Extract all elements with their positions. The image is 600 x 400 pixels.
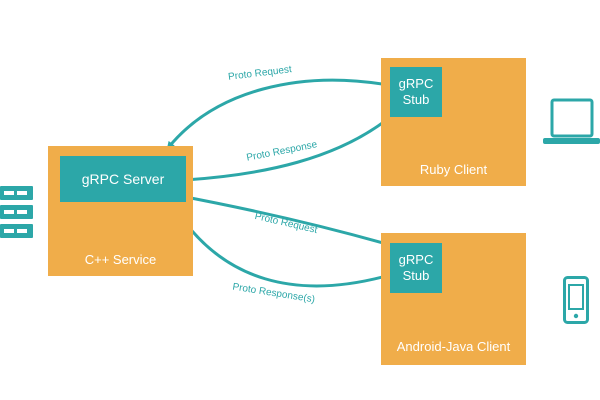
server-rack-icon xyxy=(0,186,34,238)
android-java-client-label: Android-Java Client xyxy=(396,339,511,354)
laptop-icon xyxy=(543,98,600,146)
ruby-client-label: Ruby Client xyxy=(419,162,488,177)
ruby-stub-line1: gRPC xyxy=(398,76,434,91)
android-stub-line2: Stub xyxy=(402,268,430,283)
grpc-server-box: gRPC Server xyxy=(60,156,186,202)
mobile-phone-icon xyxy=(563,276,589,324)
cpp-service-box: gRPC Server C++ Service xyxy=(48,146,193,276)
arrow-ruby-request xyxy=(166,78,389,150)
cpp-service-label: C++ Service xyxy=(84,252,157,267)
android-java-client-box: gRPC Stub Android-Java Client xyxy=(381,233,526,365)
ruby-grpc-stub-box: gRPC Stub xyxy=(390,67,442,117)
arrow-android-response xyxy=(168,199,392,288)
arrow-android-request xyxy=(173,192,391,247)
android-grpc-stub-box: gRPC Stub xyxy=(390,243,442,293)
android-stub-line1: gRPC xyxy=(398,252,434,267)
arrow-ruby-response xyxy=(184,111,397,182)
ruby-client-box: gRPC Stub Ruby Client xyxy=(381,58,526,186)
ruby-stub-line2: Stub xyxy=(402,92,430,107)
grpc-server-label: gRPC Server xyxy=(81,171,165,187)
